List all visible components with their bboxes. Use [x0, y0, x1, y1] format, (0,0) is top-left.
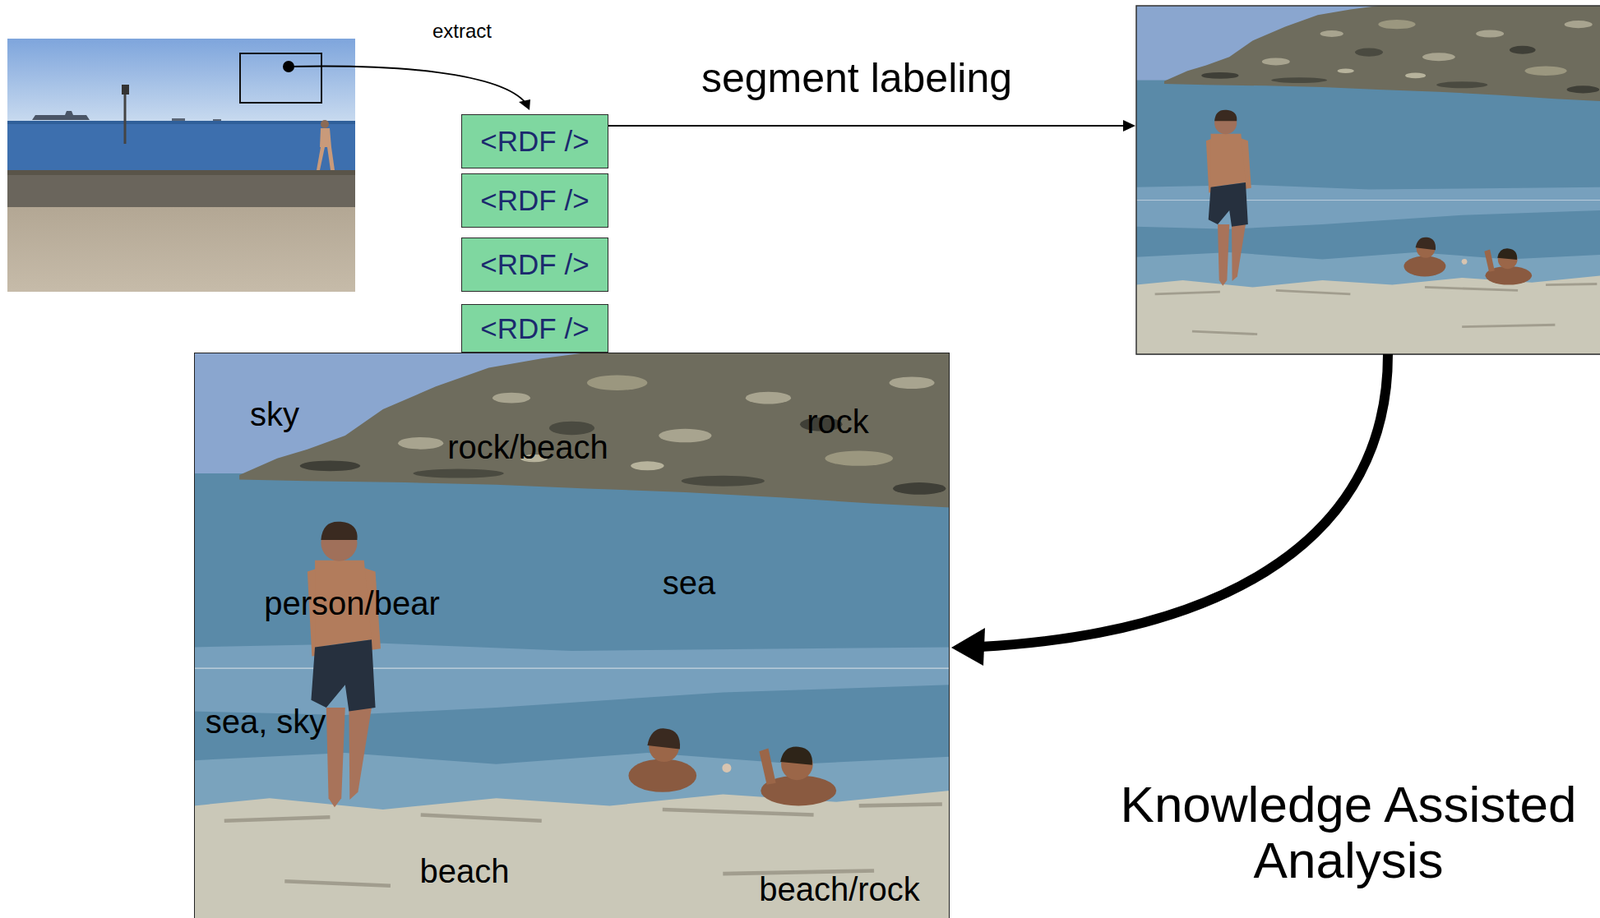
segment-label: beach — [420, 852, 510, 891]
extract-arrow — [282, 60, 531, 111]
beach-photo-part — [327, 147, 335, 171]
beach-photo-part — [7, 170, 356, 176]
annotation-label: segment labeling — [701, 55, 1013, 103]
segment-labeling-arrow-part — [1123, 120, 1136, 132]
rdf-label: <RDF /> — [480, 124, 589, 159]
segment-label: rock — [806, 402, 870, 441]
beach-photo — [7, 38, 356, 292]
segment-label: beach/rock — [758, 870, 921, 909]
segment-label: person/bear — [263, 584, 440, 623]
rdf-box: <RDF /> — [461, 114, 609, 169]
rdf-label: <RDF /> — [480, 247, 589, 283]
annotation-label: extract — [432, 19, 492, 43]
beach-photo-part — [7, 207, 356, 292]
analysis-arrow-part — [951, 628, 985, 666]
segmented-image-large — [194, 352, 950, 918]
segmented-image-small-part — [1136, 5, 1600, 355]
rdf-label: <RDF /> — [480, 183, 589, 218]
segment-label: sea, sky — [205, 702, 327, 741]
segment-labeling-arrow-part — [608, 124, 1125, 127]
beach-photo-part — [316, 147, 325, 171]
region-selector — [240, 53, 322, 103]
rdf-box: <RDF /> — [461, 237, 609, 292]
analysis-arrow — [951, 354, 1388, 666]
beach-photo-part — [7, 170, 356, 212]
slide-title: Knowledge Assisted Analysis — [1109, 776, 1587, 889]
segment-label: sea — [662, 564, 717, 602]
beach-photo-part — [212, 119, 222, 121]
beach-photo-part — [171, 118, 185, 121]
beach-photo-part — [121, 84, 130, 95]
segmented-image-small-part — [1136, 5, 1600, 356]
segmented-image-small — [1136, 5, 1600, 356]
extract-arrow-part — [518, 99, 531, 111]
beach-photo-part — [7, 120, 356, 125]
beach-photo-part — [320, 120, 329, 129]
beach-photo-part — [7, 38, 356, 122]
rdf-label: <RDF /> — [480, 311, 589, 347]
rdf-box: <RDF /> — [461, 173, 609, 228]
beach-photo-part — [7, 120, 356, 174]
segment-label: rock/beach — [447, 428, 609, 467]
beach-photo-part — [124, 86, 127, 144]
segmented-image-large-part — [194, 352, 950, 918]
extract-arrow-part — [288, 66, 527, 104]
labeled-segment-image: sky rock/beach rock sea person/bear sea, sky b… — [194, 352, 950, 918]
segment-labeling-arrow — [608, 120, 1136, 132]
rdf-box: <RDF /> — [461, 304, 609, 353]
beach-photo-part — [319, 128, 332, 148]
segment-label: sky — [249, 395, 300, 434]
beach-photo-part — [32, 110, 90, 121]
analysis-arrow-part — [980, 354, 1388, 648]
